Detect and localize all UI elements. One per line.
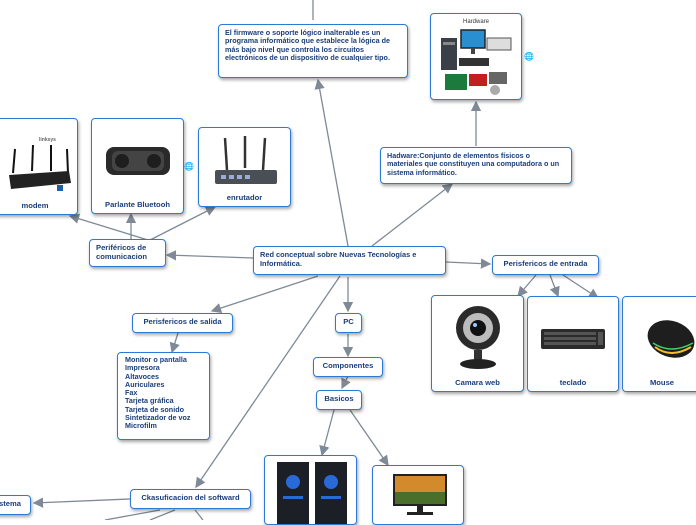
firmware-text: El firmware o soporte lógico inalterable…	[225, 28, 390, 62]
teclado-node[interactable]: teclado	[527, 296, 619, 392]
keyboard-image-icon	[541, 329, 605, 349]
camara-node[interactable]: Camara web	[431, 295, 524, 392]
pc-tower-icon	[277, 462, 347, 524]
central-topic-text: Red conceptual sobre Nuevas Tecnologías …	[260, 250, 417, 268]
svg-text:linksys: linksys	[39, 137, 56, 143]
sistema-node[interactable]: stema	[0, 495, 31, 515]
globe-icon[interactable]: 🌐	[184, 162, 194, 171]
hardware-definition-node[interactable]: Hadware:Conjunto de elementos físicos o …	[380, 147, 572, 184]
list-item: Auriculares	[125, 379, 165, 389]
mouse-image-icon	[647, 320, 695, 358]
router-image-icon: linksys	[9, 137, 71, 191]
modem-label: modem	[21, 201, 49, 211]
modem-node[interactable]: linksys modem	[0, 118, 78, 215]
clasificacion-software-node[interactable]: Ckasuficacion del softward	[130, 489, 251, 509]
list-item: Tarjeta gráfica	[125, 396, 174, 406]
componentes-node[interactable]: Componentes	[313, 357, 383, 377]
perifericos-comunicacion-node[interactable]: Periféricos de comunicacion	[89, 239, 166, 267]
globe-icon[interactable]: 🌐	[524, 52, 534, 61]
firmware-node[interactable]: El firmware o soporte lógico inalterable…	[218, 24, 408, 78]
hardware-definition-text: Hadware:Conjunto de elementos físicos o …	[387, 151, 560, 177]
hardware-image-title: Hardware	[462, 19, 489, 25]
camara-label: Camara web	[455, 378, 500, 388]
cpu-image-node[interactable]	[264, 455, 357, 525]
basicos-node[interactable]: Basicos	[316, 390, 362, 410]
sistema-text: stema	[0, 499, 21, 508]
monitor-icon	[393, 474, 447, 515]
list-item: Tarjeta de sonido	[125, 404, 184, 414]
componentes-text: Componentes	[322, 361, 374, 370]
perifericos-salida-list[interactable]: Monitor o pantalla Impresora Altavoces A…	[117, 352, 210, 440]
teclado-label: teclado	[559, 378, 587, 388]
perifericos-entrada-node[interactable]: Perisfericos de entrada	[492, 255, 599, 275]
list-item: Fax	[125, 388, 138, 398]
pc-node[interactable]: PC	[335, 313, 362, 333]
monitor-image-node[interactable]	[372, 465, 464, 525]
perifericos-comunicacion-text: Periféricos de comunicacion	[96, 243, 148, 261]
central-topic-node[interactable]: Red conceptual sobre Nuevas Tecnologías …	[253, 246, 446, 275]
list-item: Altavoces	[125, 371, 159, 381]
speaker-image-icon	[106, 147, 170, 175]
parlante-node[interactable]: Parlante Bluetooh	[91, 118, 184, 214]
perifericos-entrada-text: Perisfericos de entrada	[503, 259, 588, 268]
list-item: Monitor o pantalla	[125, 355, 187, 364]
list-item: Sintetizador de voz	[125, 412, 191, 422]
hardware-image-node[interactable]: Hardware	[430, 13, 522, 100]
pc-text: PC	[343, 317, 354, 326]
hardware-icon	[441, 29, 512, 95]
perifericos-salida-text: Perisfericos de salida	[143, 317, 222, 326]
list-item: Impresora	[125, 363, 160, 373]
enrutador-label: enrutador	[226, 193, 263, 203]
basicos-text: Basicos	[324, 394, 354, 403]
list-item: Microfilm	[125, 421, 157, 431]
router-image-icon	[215, 136, 277, 184]
mouse-node[interactable]: Mouse	[622, 296, 696, 392]
clasificacion-software-text: Ckasuficacion del softward	[141, 493, 240, 502]
mouse-label: Mouse	[649, 378, 675, 388]
enrutador-node[interactable]: enrutador	[198, 127, 291, 207]
perifericos-salida-node[interactable]: Perisfericos de salida	[132, 313, 233, 333]
parlante-label: Parlante Bluetooh	[105, 200, 170, 210]
webcam-image-icon	[456, 306, 500, 369]
